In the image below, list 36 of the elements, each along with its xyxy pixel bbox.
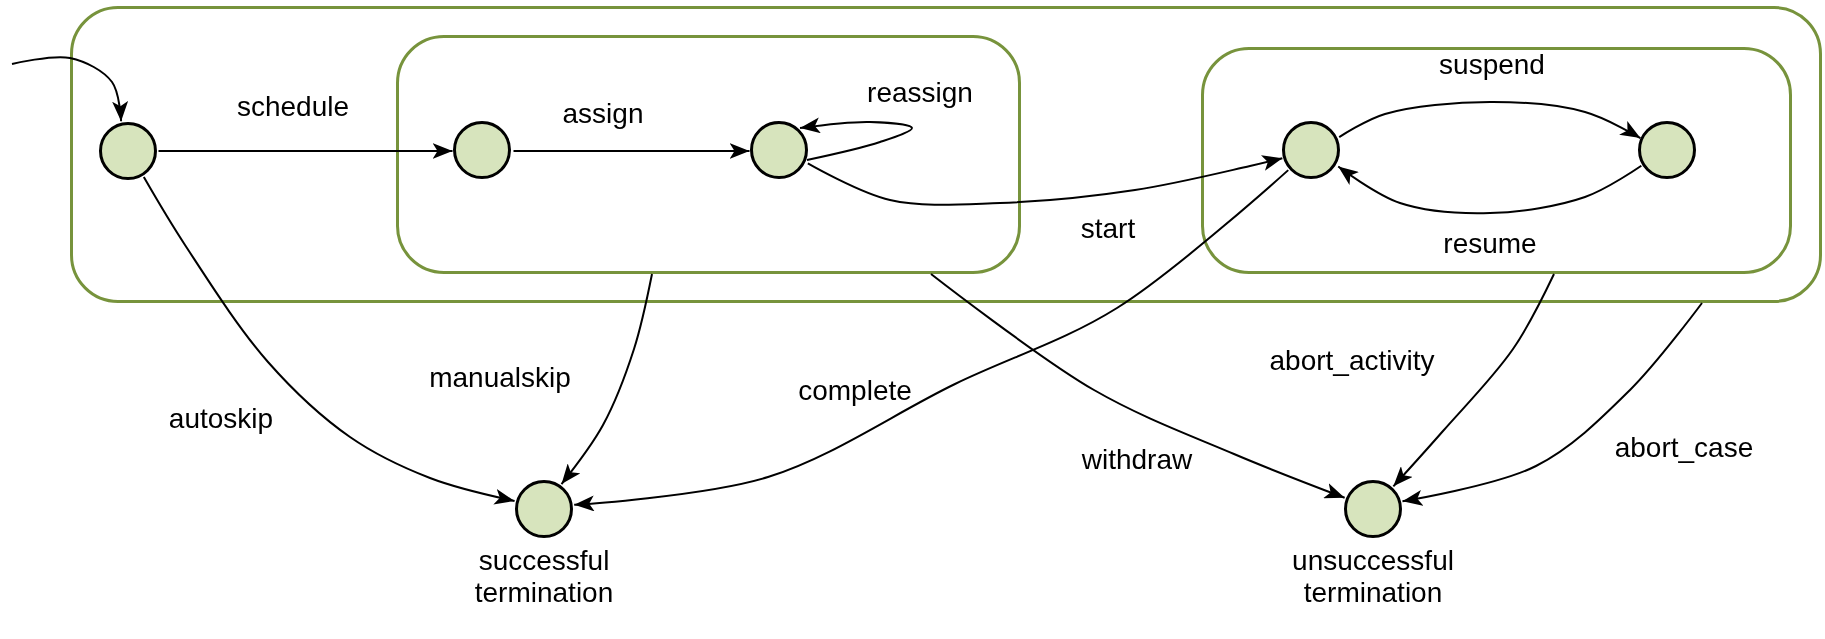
edge-label: schedule [236,91,350,123]
state-group-box [1200,46,1792,274]
state-circle [750,121,808,179]
edge-label: abort_case [1614,432,1754,464]
state-circle [1282,121,1340,179]
edge-label: start [1080,213,1136,245]
edge-label: autoskip [168,403,274,435]
edge-label: reassign [867,77,973,109]
state-caption: successful termination [473,545,615,610]
edge-label: manualskip [429,362,571,394]
transition-arrow [1337,164,1643,215]
state-caption: unsuccessful termination [1291,545,1455,610]
edge-label: withdraw [1081,444,1193,476]
state-circle [515,480,573,538]
edge-label: assign [562,98,644,130]
transition-arrow [799,117,913,161]
transition-arrow [806,155,1284,206]
transition-arrow [512,143,751,159]
state-group-box [70,6,1822,303]
transition-arrow [930,273,1346,499]
transition-arrow [573,169,1290,512]
state-circle [1344,480,1402,538]
transition-arrow [1338,101,1642,140]
transition-arrow [1401,302,1703,506]
edge-label: suspend [1439,49,1545,81]
state-group-box [395,34,1021,274]
transition-arrow [1392,273,1555,488]
transition-arrow [560,273,653,486]
transition-arrow [11,56,128,123]
state-circle [453,121,511,179]
edge-label: resume [1443,228,1537,260]
edge-label: complete [798,375,912,407]
state-circle [1638,121,1696,179]
edge-label: abort_activity [1269,345,1435,377]
transition-arrow [157,143,454,159]
transition-arrow [142,176,516,505]
